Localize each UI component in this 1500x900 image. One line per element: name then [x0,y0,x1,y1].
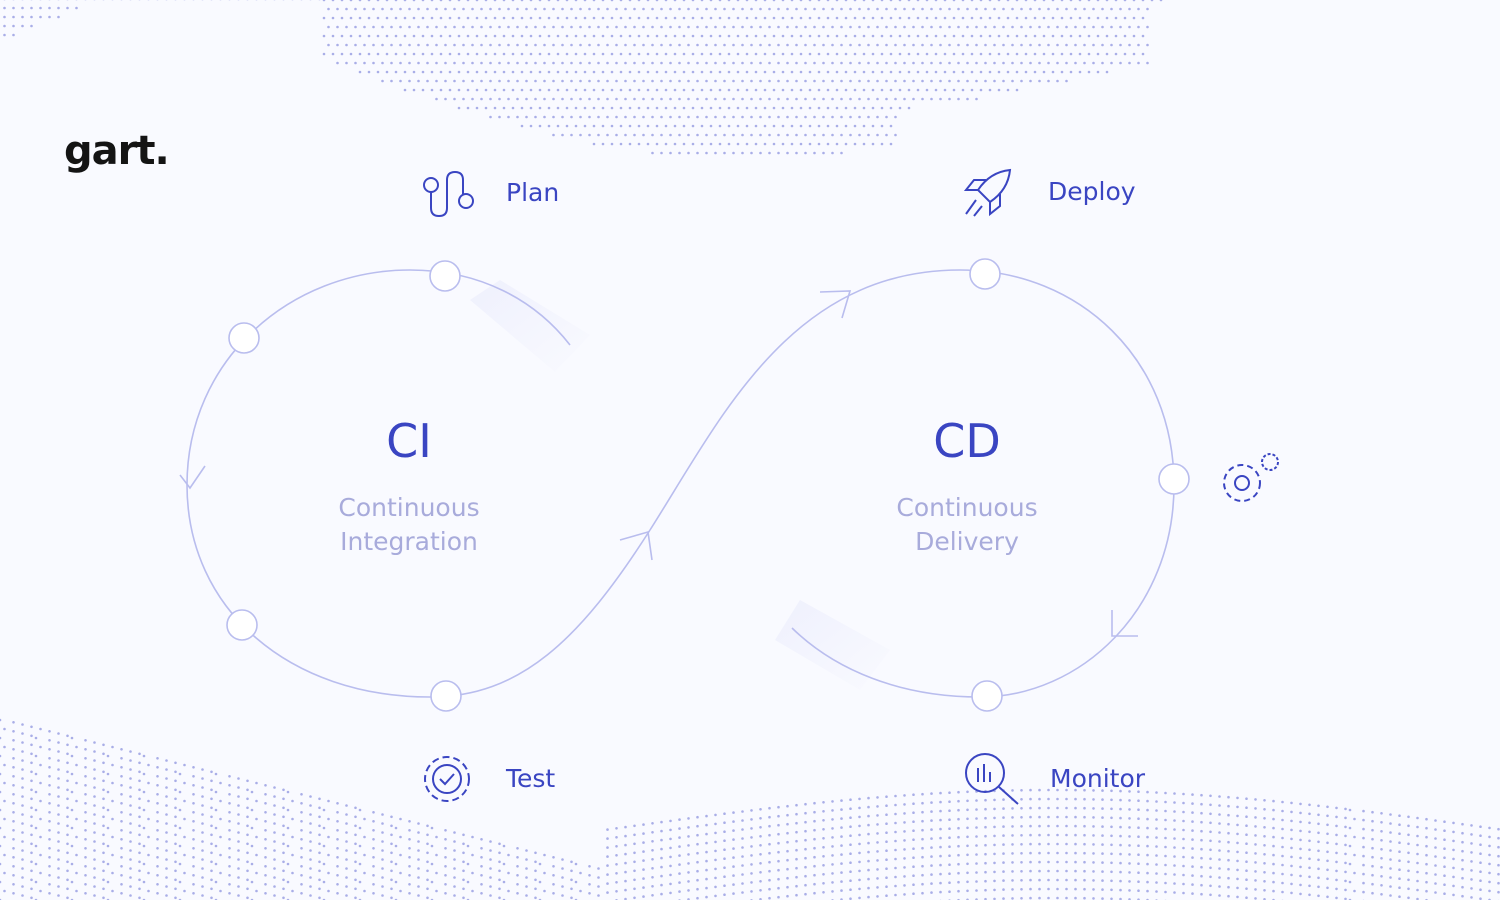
arrow-icon [819,290,852,319]
fade-trail [470,280,590,372]
test-label: Test [506,764,556,793]
stage-test: Test [506,764,555,793]
ci-line2: Integration [340,527,478,556]
logo: gart. [64,128,170,174]
route-icon [423,170,474,218]
stage-deploy: Deploy [1048,177,1136,206]
cd-loop-path [649,269,1175,698]
cd-line2: Delivery [915,527,1019,556]
gear-check-icon [424,756,470,802]
gears-icon [1223,453,1279,502]
node [971,680,1003,712]
cd-title: CD [933,414,1001,468]
arrow-icon [1111,610,1138,637]
analytics-search-icon [965,753,1019,805]
node [228,322,260,354]
node [430,680,462,712]
monitor-label: Monitor [1050,764,1146,793]
node [969,258,1001,290]
arrow-icon [619,530,653,561]
arrow-icon [179,465,206,490]
rocket-icon [963,168,1012,217]
fade-trail [775,600,890,690]
ci-title: CI [386,414,432,468]
node [429,260,461,292]
plan-label: Plan [506,178,560,207]
node [1158,463,1190,495]
deploy-label: Deploy [1048,177,1136,206]
stage-monitor: Monitor [1050,764,1145,793]
cd-line1: Continuous [896,493,1038,522]
ci-line1: Continuous [338,493,480,522]
node [226,609,258,641]
stage-plan: Plan [506,178,559,207]
